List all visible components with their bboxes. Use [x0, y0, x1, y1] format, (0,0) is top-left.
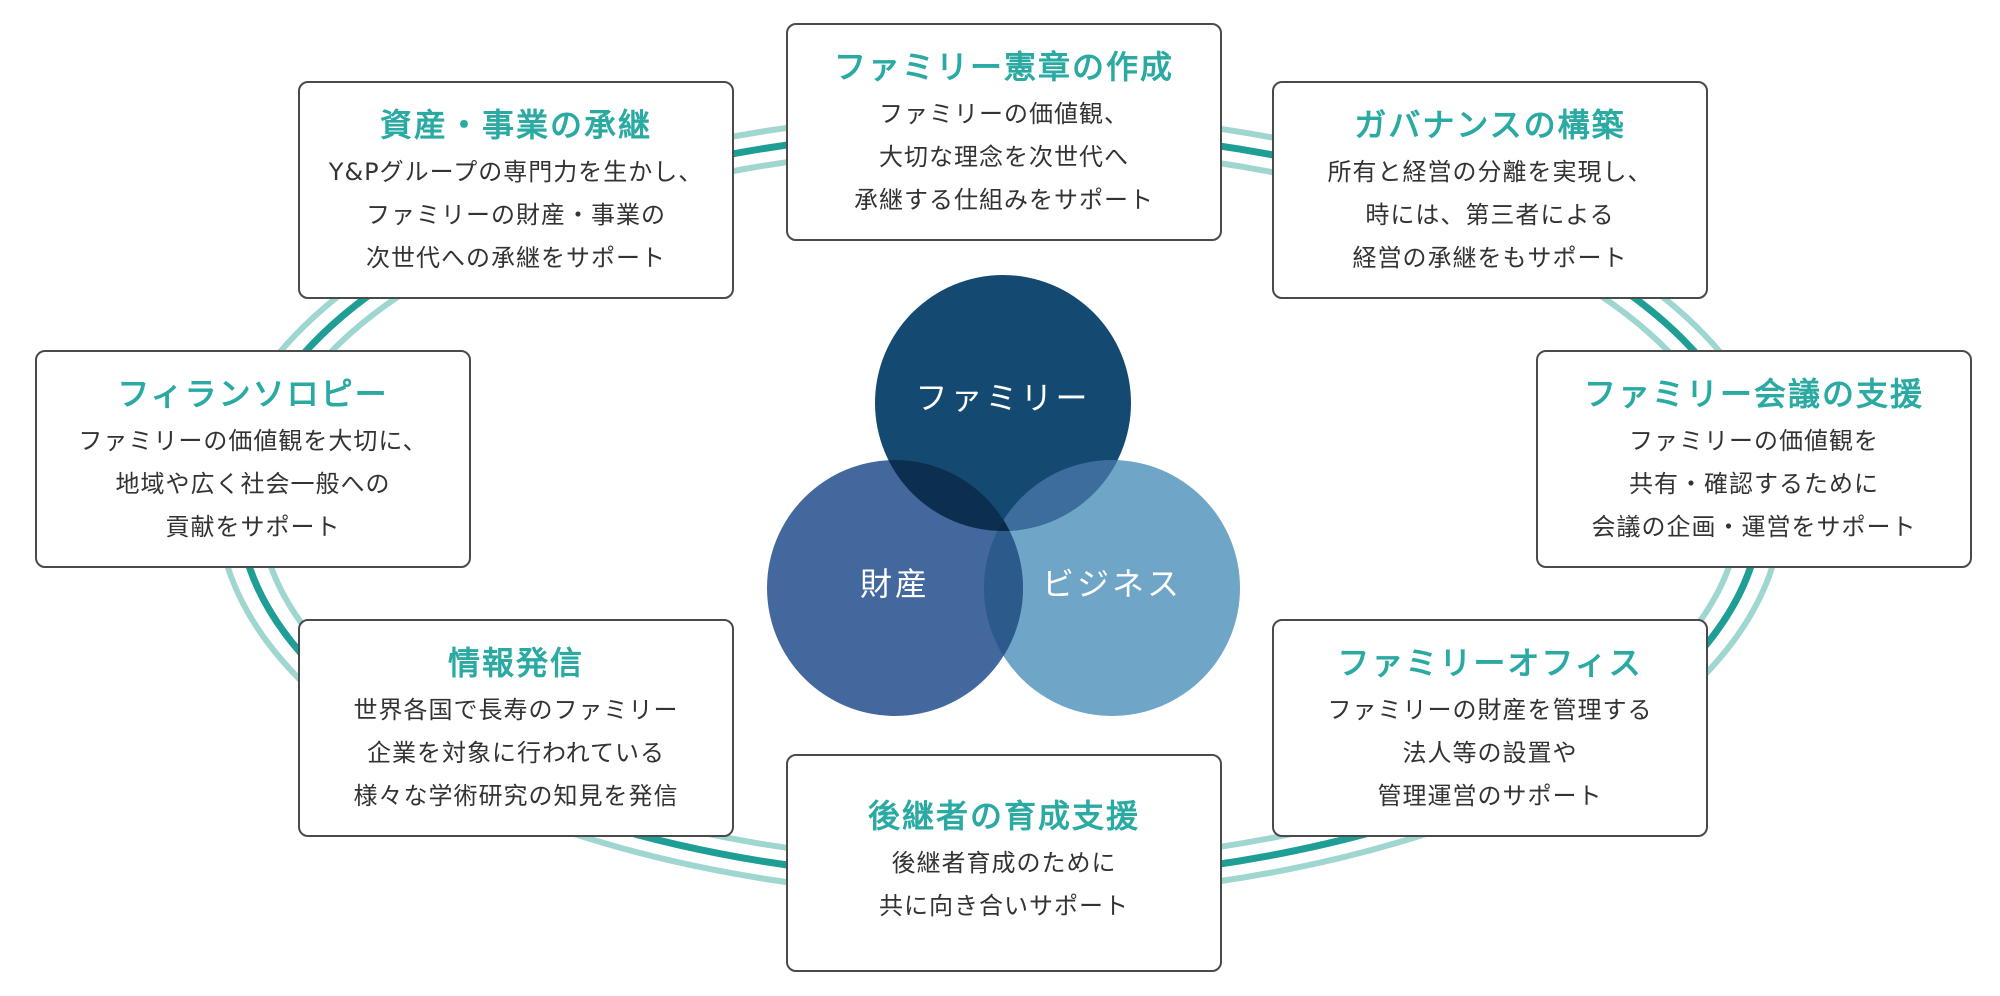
card-text-line: 貢献をサポート — [165, 513, 341, 541]
card-text-line: 共に向き合いサポート — [879, 892, 1129, 920]
card-information: 情報発信 世界各国で長寿のファミリー 企業を対象に行われている 様々な学術研究の… — [298, 619, 734, 837]
card-family-meeting: ファミリー会議の支援 ファミリーの価値観を 共有・確認するために 会議の企画・運… — [1536, 350, 1972, 568]
card-text-line: 世界各国で長寿のファミリー — [353, 696, 679, 724]
card-text-line: 大切な理念を次世代へ — [879, 143, 1129, 171]
card-title: 資産・事業の承継 — [379, 106, 652, 144]
card-title: ガバナンスの構築 — [1354, 106, 1626, 144]
card-governance: ガバナンスの構築 所有と経営の分離を実現し、 時には、第三者による 経営の承継を… — [1272, 81, 1708, 299]
family-circle — [875, 275, 1131, 531]
card-title: フィランソロピー — [117, 375, 389, 413]
card-text-line: 管理運営のサポート — [1377, 782, 1603, 810]
assets-circle — [767, 460, 1023, 716]
card-text-line: ファミリーの価値観、 — [879, 100, 1129, 128]
business-circle — [984, 460, 1240, 716]
card-text-line: Y&Pグループの専門力を生かし、 — [328, 158, 704, 186]
card-text-line: 所有と経営の分離を実現し、 — [1327, 158, 1653, 186]
card-text-line: 後継者育成のために — [891, 849, 1117, 877]
card-text-line: 承継する仕組みをサポート — [854, 186, 1154, 214]
card-text-line: 会議の企画・運営をサポート — [1591, 513, 1917, 541]
card-text-line: ファミリーの財産を管理する — [1327, 696, 1653, 724]
card-text-line: 企業を対象に行われている — [366, 739, 666, 767]
card-text-line: 様々な学術研究の知見を発信 — [353, 782, 679, 810]
card-text-line: ファミリーの財産・事業の — [366, 201, 666, 229]
card-text-line: ファミリーの価値観を — [1629, 427, 1879, 455]
business-label: ビジネス — [1041, 565, 1182, 603]
card-text-line: 共有・確認するために — [1629, 470, 1879, 498]
card-title: 後継者の育成支援 — [867, 797, 1140, 835]
card-title: ファミリーオフィス — [1337, 644, 1643, 682]
card-family-charter: ファミリー憲章の作成 ファミリーの価値観、 大切な理念を次世代へ 承継する仕組み… — [786, 23, 1222, 241]
card-title: ファミリー会議の支援 — [1583, 375, 1924, 413]
card-text-line: 法人等の設置や — [1402, 739, 1578, 767]
card-asset-succession: 資産・事業の承継 Y&Pグループの専門力を生かし、 ファミリーの財産・事業の 次… — [298, 81, 734, 299]
card-family-office: ファミリーオフィス ファミリーの財産を管理する 法人等の設置や 管理運営のサポー… — [1272, 619, 1708, 837]
card-text-line: 地域や広く社会一般への — [115, 470, 391, 498]
card-successor-training: 後継者の育成支援 後継者育成のために 共に向き合いサポート — [786, 754, 1222, 972]
assets-label: 財産 — [859, 565, 930, 603]
family-label: ファミリー — [915, 379, 1091, 417]
card-title: ファミリー憲章の作成 — [833, 48, 1174, 86]
card-text-line: ファミリーの価値観を大切に、 — [78, 427, 428, 455]
card-text-line: 経営の承継をもサポート — [1352, 244, 1628, 272]
card-text-line: 時には、第三者による — [1365, 201, 1615, 229]
card-philanthropy: フィランソロピー ファミリーの価値観を大切に、 地域や広く社会一般への 貢献をサ… — [35, 350, 471, 568]
card-text-line: 次世代への承継をサポート — [366, 244, 666, 272]
card-title: 情報発信 — [447, 644, 584, 682]
